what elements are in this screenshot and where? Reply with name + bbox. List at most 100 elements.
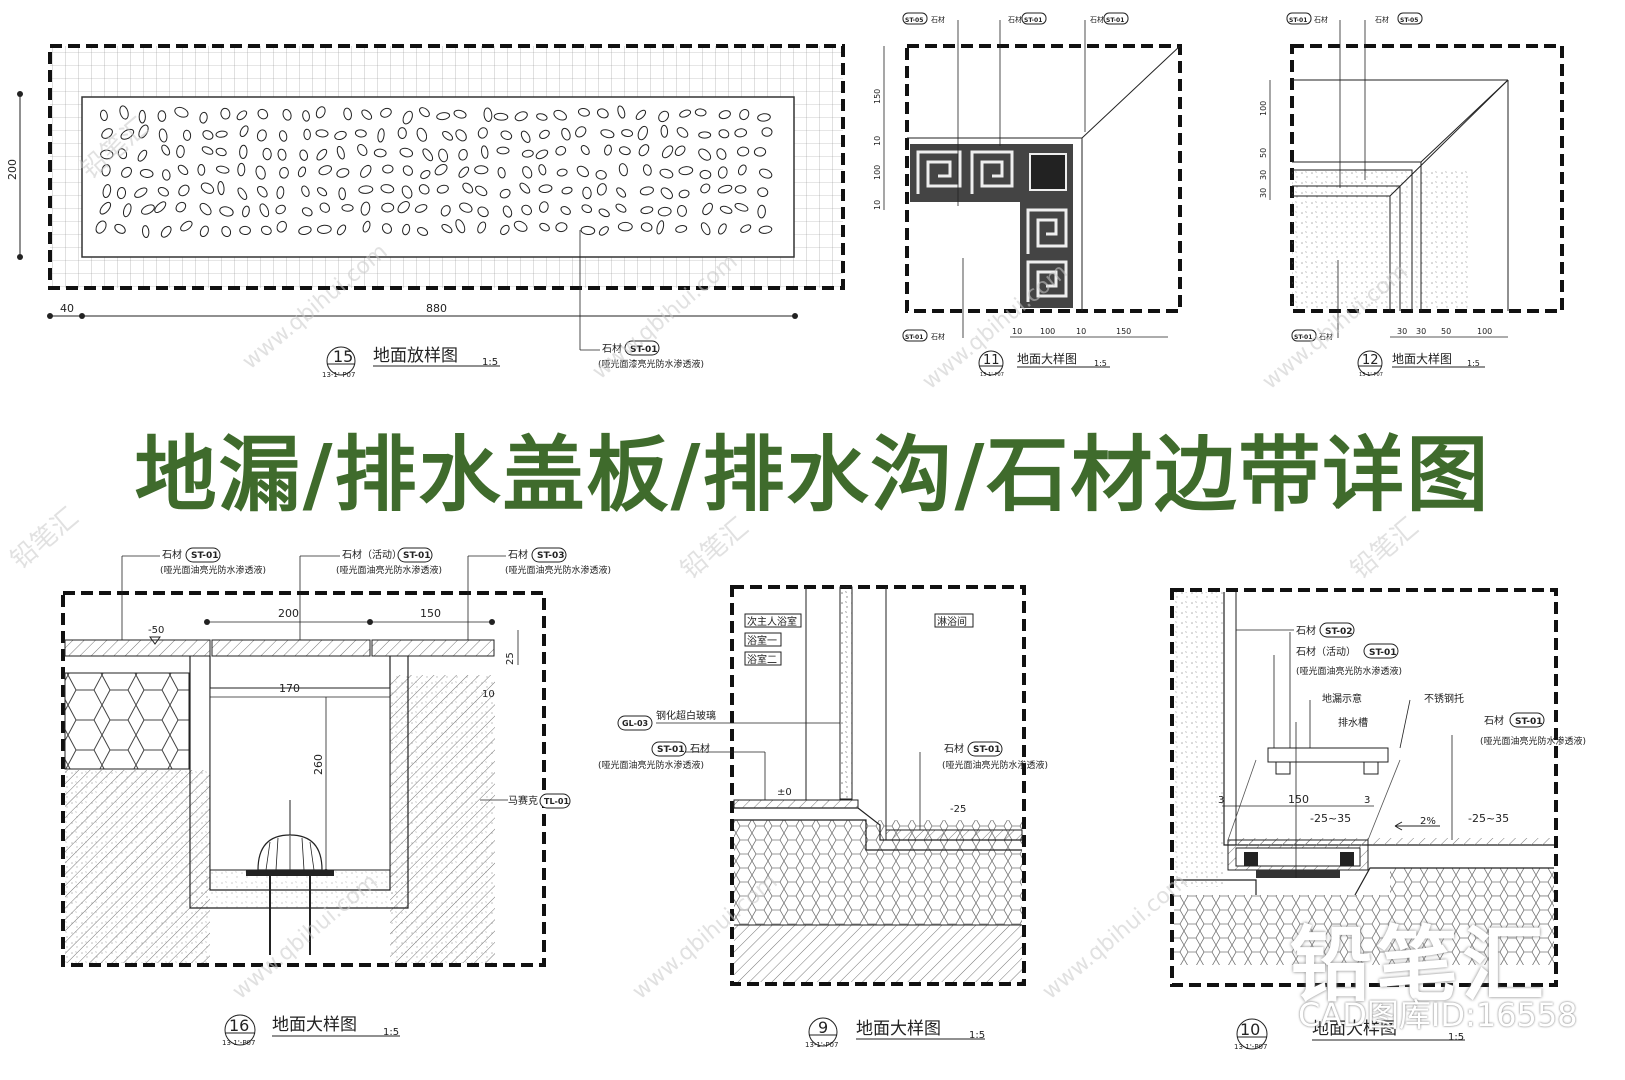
pebble [678,189,690,199]
stone-left-note: (哑光面油亮光防水渗透液) [598,759,704,771]
panel-16: 200 150 170 260 25 10 -50 石材 ST-01 (哑光面油… [61,547,611,1047]
pebble [718,129,730,139]
pebble [419,107,430,118]
pebble [399,147,414,158]
pebble [316,224,332,234]
pebble [477,221,487,234]
pebble [402,110,413,125]
pebble [154,201,167,214]
panel-9: 次主人浴室 浴室一 浴室二 淋浴间 GL-03 钢化超白玻璃 ST-01 石材 … [598,585,1048,1049]
pebble [420,169,431,180]
tag-label-2: 石材 [1375,15,1389,24]
pebble [521,149,534,158]
pebble [660,187,673,200]
pebble [734,128,748,138]
pebble [175,201,187,213]
dim-b-3: 50 [1441,327,1451,336]
dim-l-1: 150 [873,89,882,104]
pebble [176,145,185,159]
pebble [442,130,454,141]
pebble [178,184,190,197]
pebble [575,126,587,138]
pebble [256,129,267,142]
pebble [617,105,626,119]
pebble [737,164,747,176]
pebble [302,110,310,122]
pebble [177,164,189,176]
stone-right-tag: ST-01 [973,745,1001,755]
pebble [694,108,707,117]
sheet-ref: 13-1'-P07 [805,1041,838,1049]
pebble [580,225,596,236]
tag-label-2: 石材 [1008,15,1022,24]
pebble [138,109,146,124]
dim-150: 150 [1288,793,1309,806]
dim-l-1: 100 [1259,101,1268,116]
pebble [219,206,234,217]
panel-title: 地面大样图 [1017,351,1077,366]
room-1: 次主人浴室 [747,615,797,628]
pebble [758,225,773,234]
pebble [316,148,328,161]
pebble [441,223,453,234]
pebble [174,106,189,118]
pebble [138,124,149,139]
pebble [315,106,326,119]
pebble [239,225,251,236]
pebble [759,168,773,179]
callout-tag: ST-01 [630,345,658,355]
pebble [256,185,268,198]
pebble [462,182,474,194]
panel-number: 12 [1362,353,1379,368]
pebble [343,107,352,121]
pebble [381,202,395,213]
pebble [700,222,711,236]
panel-15: 200 40 880 石材 ST-01 (哑光面漆亮光防水渗透液) 15 13-… [6,44,845,379]
callout-1-note: (哑光面油亮光防水渗透液) [160,564,266,576]
pebble [416,127,428,142]
pebble [455,219,466,234]
pebble [237,162,246,177]
stone-right-note: (哑光面油亮光防水渗透液) [942,759,1048,771]
level-b: -25~35 [1468,812,1509,825]
pebble [160,225,172,238]
pebble [215,130,228,138]
room-3: 浴室二 [747,653,777,666]
tag-label-1: 石材 [931,15,945,24]
pebble [239,144,248,160]
pebble [279,167,289,179]
pebble [162,169,171,181]
stone-right-note: (哑光面油亮光防水渗透液) [1480,735,1586,747]
pebble [221,226,232,238]
slope: 2% [1420,816,1436,827]
pebble [341,204,354,212]
pebble [698,131,712,139]
dim-200: 200 [278,607,299,620]
stone-left-tag: ST-01 [657,745,685,755]
pebble [137,149,148,162]
pebble [598,208,610,218]
pebble [455,129,467,142]
page-title: 地漏/排水盖板/排水沟/石材边带详图 [134,428,1491,523]
tag-label-4: 石材 [931,332,945,341]
dim-3a: 3 [1218,795,1224,806]
dim-l-2: 10 [873,136,882,146]
pebble [418,184,430,195]
callout-2-label: 石材（活动） [342,548,402,561]
dim-10: 10 [482,689,495,700]
pebble [220,107,231,120]
panel-title: 地面大样图 [1392,351,1452,366]
pebble [120,128,135,140]
pebble [255,165,266,180]
pebble [561,127,571,141]
pebble [474,165,489,175]
pebble [282,108,292,121]
pebble [556,168,568,177]
pebble [114,223,126,234]
panel-scale: 1:5 [1094,359,1107,368]
pebble [538,184,553,194]
glass-tag: GL-03 [622,719,648,728]
pebble [202,130,214,140]
dim-l-2: 50 [1259,148,1268,158]
